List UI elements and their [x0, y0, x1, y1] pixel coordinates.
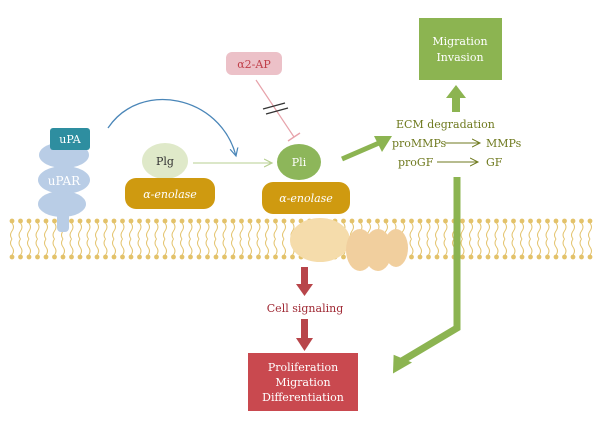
- cell-signaling-label: Cell signaling: [267, 302, 343, 315]
- membrane-protein: [290, 218, 408, 271]
- alpha-enolase-left-label: α-enolase: [143, 188, 197, 201]
- invasion-label: Invasion: [436, 51, 483, 64]
- progf-label: proGF: [398, 156, 434, 169]
- upa-activation-arrow: [107, 98, 236, 156]
- gf-label: GF: [486, 156, 503, 169]
- alpha-enolase-left: [125, 178, 215, 209]
- migration-invasion-box: [419, 18, 502, 80]
- alpha2ap-inhibition-bar: [287, 132, 301, 142]
- signaling-to-outcome-arrow: [296, 319, 313, 351]
- alpha-enolase-right: [262, 182, 350, 214]
- ecm-degradation-label: ECM degradation: [396, 118, 495, 131]
- inhibition-break-mark-1: [262, 102, 286, 110]
- ecm-to-migration-arrow: [446, 85, 466, 112]
- migration-label: Migration: [432, 35, 487, 48]
- ecm-to-outcome-arrow: [392, 177, 461, 374]
- pli-to-ecm-arrow: [341, 136, 392, 162]
- cell-membrane: [9, 218, 593, 260]
- inhibition-break-mark-2: [265, 107, 289, 115]
- upa-label: uPA: [59, 133, 81, 146]
- pli-label: Pli: [292, 156, 307, 169]
- alpha2ap-label: α2-AP: [237, 58, 271, 71]
- prommps-label: proMMPs: [392, 137, 447, 150]
- alpha-enolase-right-label: α-enolase: [279, 192, 333, 205]
- mmps-label: MMPs: [486, 137, 522, 150]
- pli-node: [277, 144, 321, 180]
- upa-box: [50, 128, 90, 150]
- migration-outcome-label: Migration: [275, 376, 330, 389]
- plg-label: Plg: [156, 155, 174, 168]
- upar-label: uPAR: [48, 174, 81, 188]
- alpha2ap-box: [226, 52, 282, 75]
- outcome-box: [248, 353, 358, 411]
- plg-node: [142, 143, 188, 179]
- alpha2ap-inhibition-line: [255, 79, 295, 138]
- differentiation-label: Differentiation: [262, 391, 344, 404]
- enolase-to-signaling-arrow: [296, 267, 313, 296]
- proliferation-label: Proliferation: [268, 361, 338, 374]
